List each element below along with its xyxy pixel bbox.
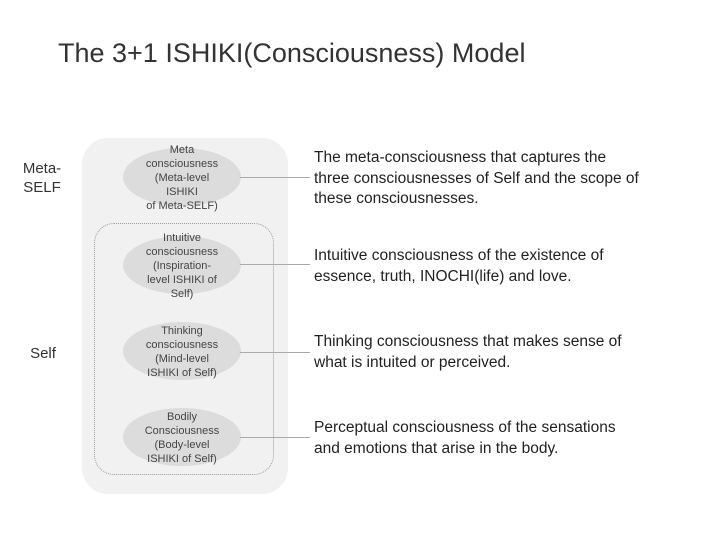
- bodily-consciousness-ellipse: [123, 408, 241, 466]
- ellipse-label-line: (Meta-level: [154, 172, 210, 184]
- ellipse-label-line: consciousness: [145, 339, 219, 351]
- ellipse-label-line: consciousness: [145, 246, 219, 258]
- meta-self-label-line: Meta-: [22, 160, 62, 177]
- intuitive-consciousness-ellipse: [123, 236, 241, 294]
- ellipse-label-line: ISHIKI: [166, 186, 198, 198]
- ellipse-label-line: (Mind-level: [155, 353, 209, 365]
- thinking-consciousness-description: Thinking consciousness that makes sense …: [314, 332, 694, 373]
- meta-consciousness-description: The meta-consciousness that captures the…: [314, 148, 694, 210]
- ellipse-label-line: consciousness: [145, 158, 219, 170]
- page-title: The 3+1 ISHIKI(Consciousness) Model: [58, 38, 526, 68]
- ellipse-label-line: (Body-level: [154, 439, 210, 451]
- description-line: Intuitive consciousness of the existence…: [314, 247, 604, 264]
- ellipse-label-line: ISHIKI of Self): [147, 367, 217, 379]
- intuitive-consciousness-description: Intuitive consciousness of the existence…: [314, 246, 694, 287]
- description-line: The meta-consciousness that captures the: [314, 149, 607, 166]
- self-label: Self: [30, 345, 56, 362]
- description-line: essence, truth, INOCHI(life) and love.: [314, 267, 572, 285]
- meta-consciousness-label: Meta consciousness (Meta-level ISHIKI of…: [117, 143, 247, 213]
- thinking-consciousness-ellipse: [123, 322, 241, 380]
- ellipse-label-line: Thinking: [161, 325, 203, 337]
- description-line: Thinking consciousness that makes sense …: [314, 333, 622, 350]
- thinking-connector-line: [240, 352, 310, 353]
- ellipse-label-line: Intuitive: [163, 232, 201, 244]
- ellipse-label-line: of Meta-SELF): [146, 200, 218, 212]
- thinking-consciousness-label: Thinking consciousness (Mind-level ISHIK…: [117, 324, 247, 380]
- ellipse-label-line: ISHIKI of Self): [147, 453, 217, 465]
- meta-connector-line: [240, 177, 310, 178]
- ellipse-label-line: Self): [170, 288, 194, 300]
- ellipse-label-line: level ISHIKI of: [147, 274, 217, 286]
- description-line: what is intuited or perceived.: [314, 353, 511, 371]
- bodily-consciousness-label: Bodily Consciousness (Body-level ISHIKI …: [117, 410, 247, 466]
- description-line: Perceptual consciousness of the sensatio…: [314, 419, 616, 436]
- description-line: and emotions that arise in the body.: [314, 439, 559, 457]
- ellipse-label-line: (Inspiration-: [152, 260, 212, 272]
- description-line: these consciousnesses.: [314, 190, 479, 207]
- ellipse-label-line: Bodily: [167, 411, 197, 423]
- ellipse-label-line: Meta: [169, 144, 195, 156]
- bodily-connector-line: [240, 437, 310, 438]
- intuitive-consciousness-label: Intuitive consciousness (Inspiration- le…: [117, 231, 247, 301]
- self-panel: [94, 223, 274, 475]
- ellipse-label-line: Consciousness: [144, 425, 220, 437]
- intuitive-connector-line: [240, 264, 310, 265]
- meta-self-label-line: SELF: [23, 179, 61, 196]
- meta-self-label: Meta- SELF: [18, 159, 66, 197]
- description-line: three consciousnesses of Self and the sc…: [314, 169, 639, 187]
- meta-consciousness-ellipse: [123, 148, 241, 206]
- bodily-consciousness-description: Perceptual consciousness of the sensatio…: [314, 418, 694, 459]
